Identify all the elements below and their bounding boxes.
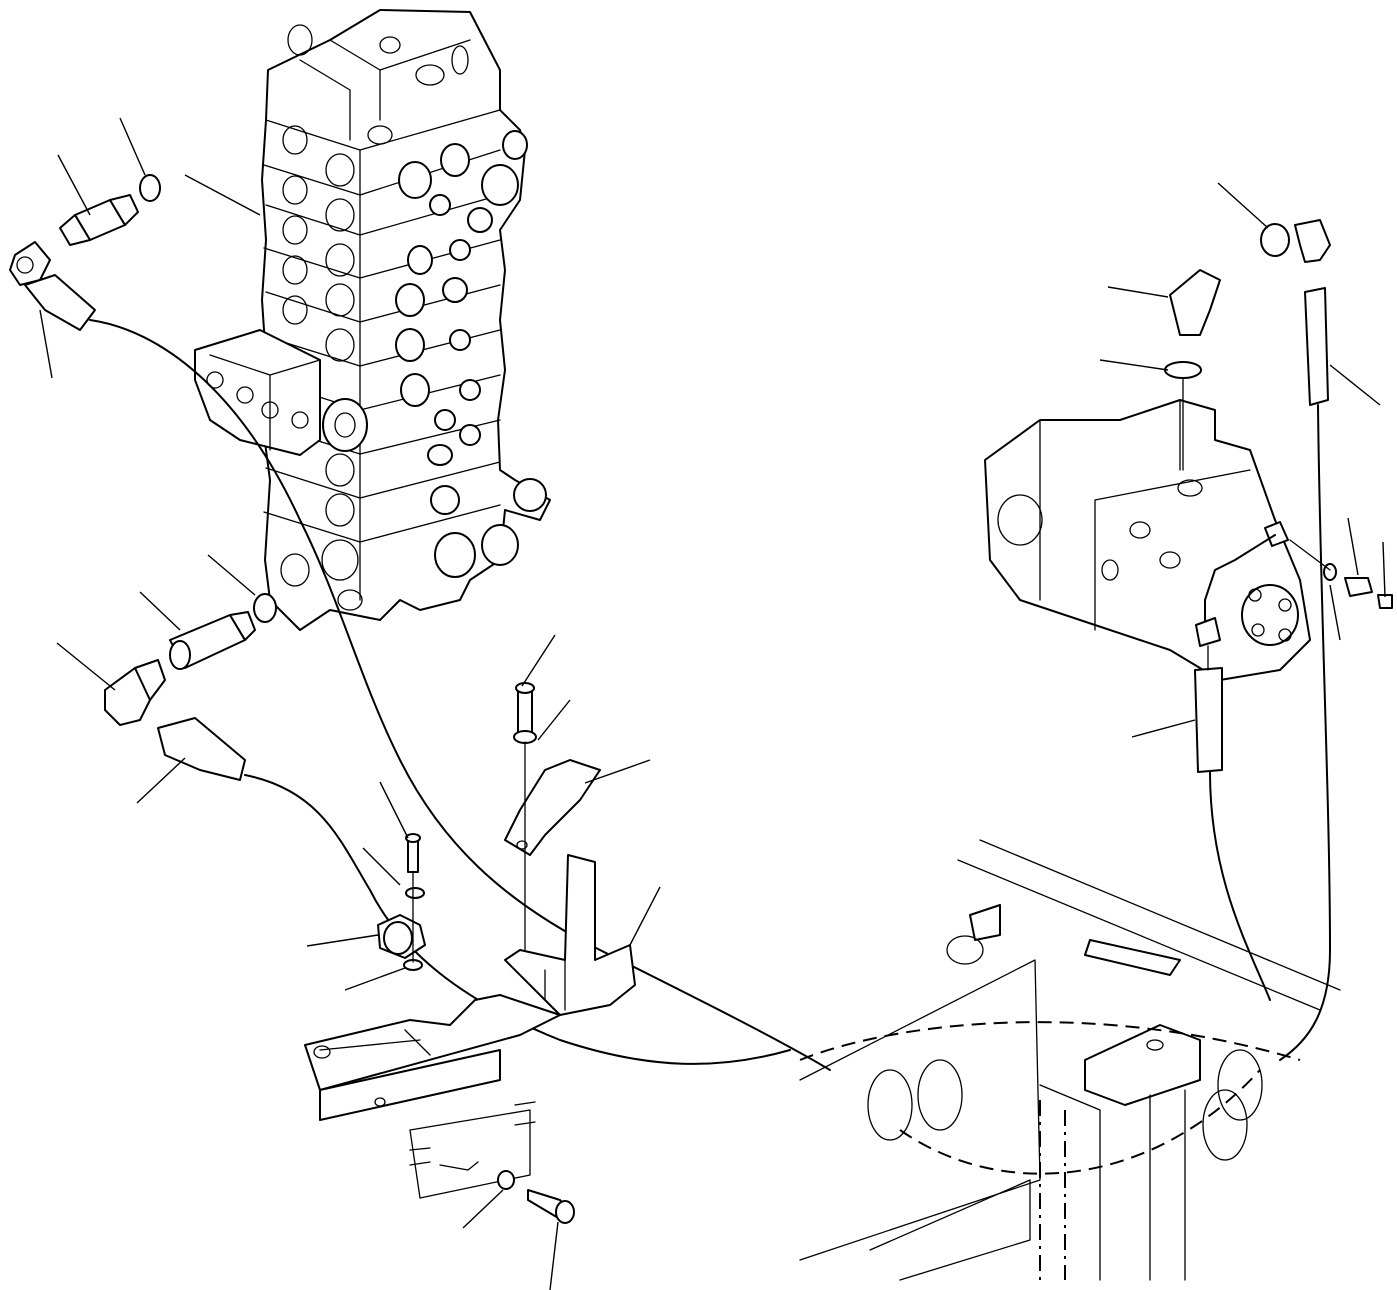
o-ring-lower bbox=[253, 593, 277, 623]
lower-washer bbox=[497, 1170, 515, 1190]
side-plug bbox=[1377, 594, 1393, 609]
clamp-washer bbox=[405, 887, 425, 899]
top-plate bbox=[504, 759, 601, 856]
upper-adapter-group bbox=[9, 174, 831, 1071]
pump-o-ring bbox=[1164, 361, 1202, 379]
leader-lines bbox=[39, 117, 1386, 1290]
lower-hose bbox=[244, 774, 791, 1065]
pump-hose-end-lower bbox=[1194, 667, 1223, 773]
clamp-bolt bbox=[407, 839, 419, 873]
o-ring-upper bbox=[139, 174, 161, 202]
base-plate bbox=[304, 994, 561, 1091]
machine-frame bbox=[799, 839, 1341, 1281]
main-bracket bbox=[504, 854, 636, 1016]
upper-hose-end bbox=[24, 274, 96, 331]
pump-hose-end-upper bbox=[1304, 287, 1329, 406]
pump-assembly bbox=[984, 219, 1393, 1061]
upper-hose bbox=[89, 319, 831, 1071]
bracket-assembly bbox=[304, 682, 636, 1224]
bracket-bolt bbox=[517, 689, 533, 733]
side-adapter bbox=[1344, 577, 1373, 597]
lower-hose-end bbox=[157, 717, 246, 781]
pump-elbow-upper bbox=[1294, 219, 1331, 263]
lower-adapter-group bbox=[104, 593, 791, 1065]
pump-elbow bbox=[1169, 269, 1221, 336]
bracket-washer bbox=[513, 730, 537, 744]
clamp-assembly bbox=[377, 833, 426, 971]
pump-adapter-nut bbox=[1260, 223, 1290, 257]
control-valve bbox=[194, 9, 551, 631]
